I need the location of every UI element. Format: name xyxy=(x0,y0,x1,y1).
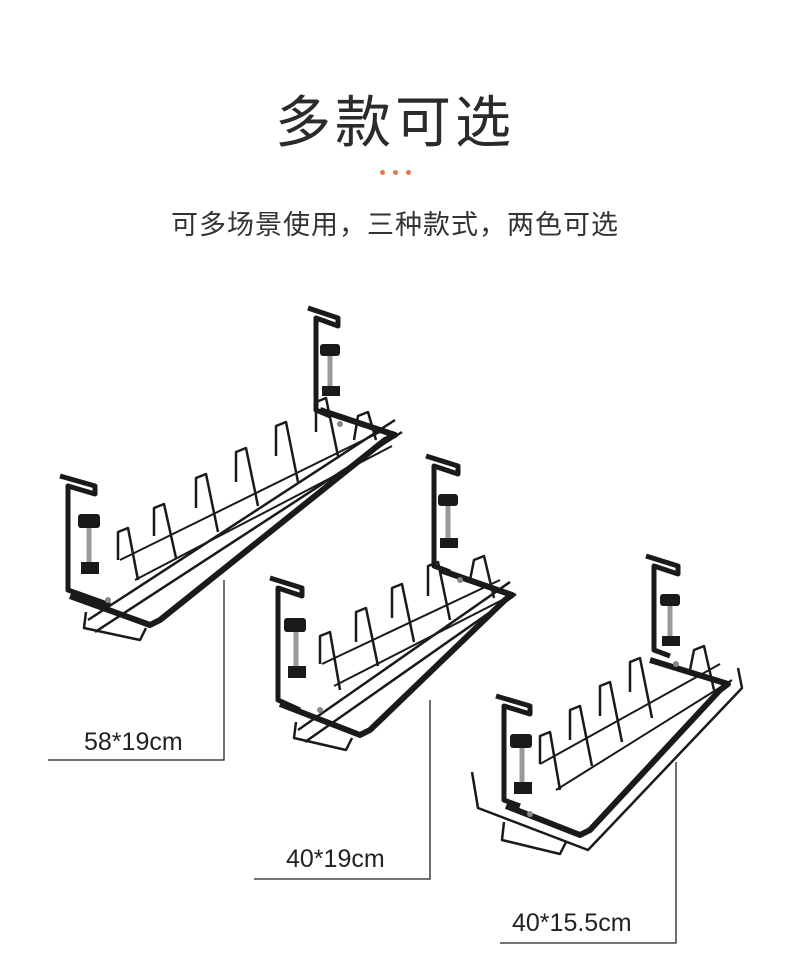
cable-tray-medium xyxy=(269,453,517,752)
size-label-small: 40*15.5cm xyxy=(512,909,632,937)
callout-line-medium xyxy=(254,700,431,880)
size-label-large: 58*19cm xyxy=(84,728,183,756)
accent-dot xyxy=(392,170,398,175)
accent-dot xyxy=(405,170,411,175)
callout-line-small xyxy=(500,762,677,944)
cable-tray-small xyxy=(470,553,744,856)
callout-line-large xyxy=(48,580,225,761)
accent-dots xyxy=(0,170,790,175)
page-subtitle: 可多场景使用，三种款式，两色可选 xyxy=(171,210,619,241)
page-title: 多款可选 xyxy=(275,91,515,156)
size-label-medium: 40*19cm xyxy=(286,845,385,873)
cable-tray-large xyxy=(59,305,403,642)
accent-dot xyxy=(379,170,385,175)
